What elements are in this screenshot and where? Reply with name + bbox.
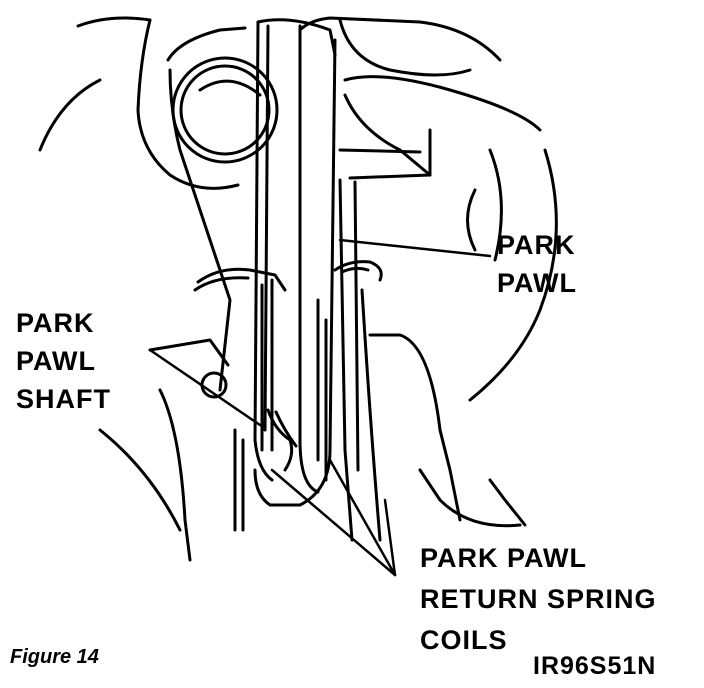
label-line: PAWL [497,268,577,298]
label-line: COILS [420,625,508,655]
figure-code: IR96S51N [533,652,657,680]
label-park-pawl-shaft: PARK PAWL SHAFT [16,304,111,418]
park-pawl-body [253,18,337,507]
casting-outline [38,16,558,402]
pawl-lever [338,178,462,542]
label-return-spring-coils: PARK PAWL RETURN SPRING COILS [420,538,657,661]
label-line: PARK PAWL [420,543,587,573]
label-line: PARK [497,230,576,260]
return-spring [193,260,383,472]
leader-lines [148,238,492,577]
label-line: SHAFT [16,384,111,414]
label-line: PAWL [16,346,96,376]
label-line: RETURN SPRING [420,584,657,614]
lower-housing [98,388,527,562]
figure-caption: Figure 14 [10,646,99,668]
label-line: PARK [16,308,95,338]
bolt-hole [171,56,279,164]
shaft-pin [148,338,230,399]
label-park-pawl: PARK PAWL [497,226,577,302]
